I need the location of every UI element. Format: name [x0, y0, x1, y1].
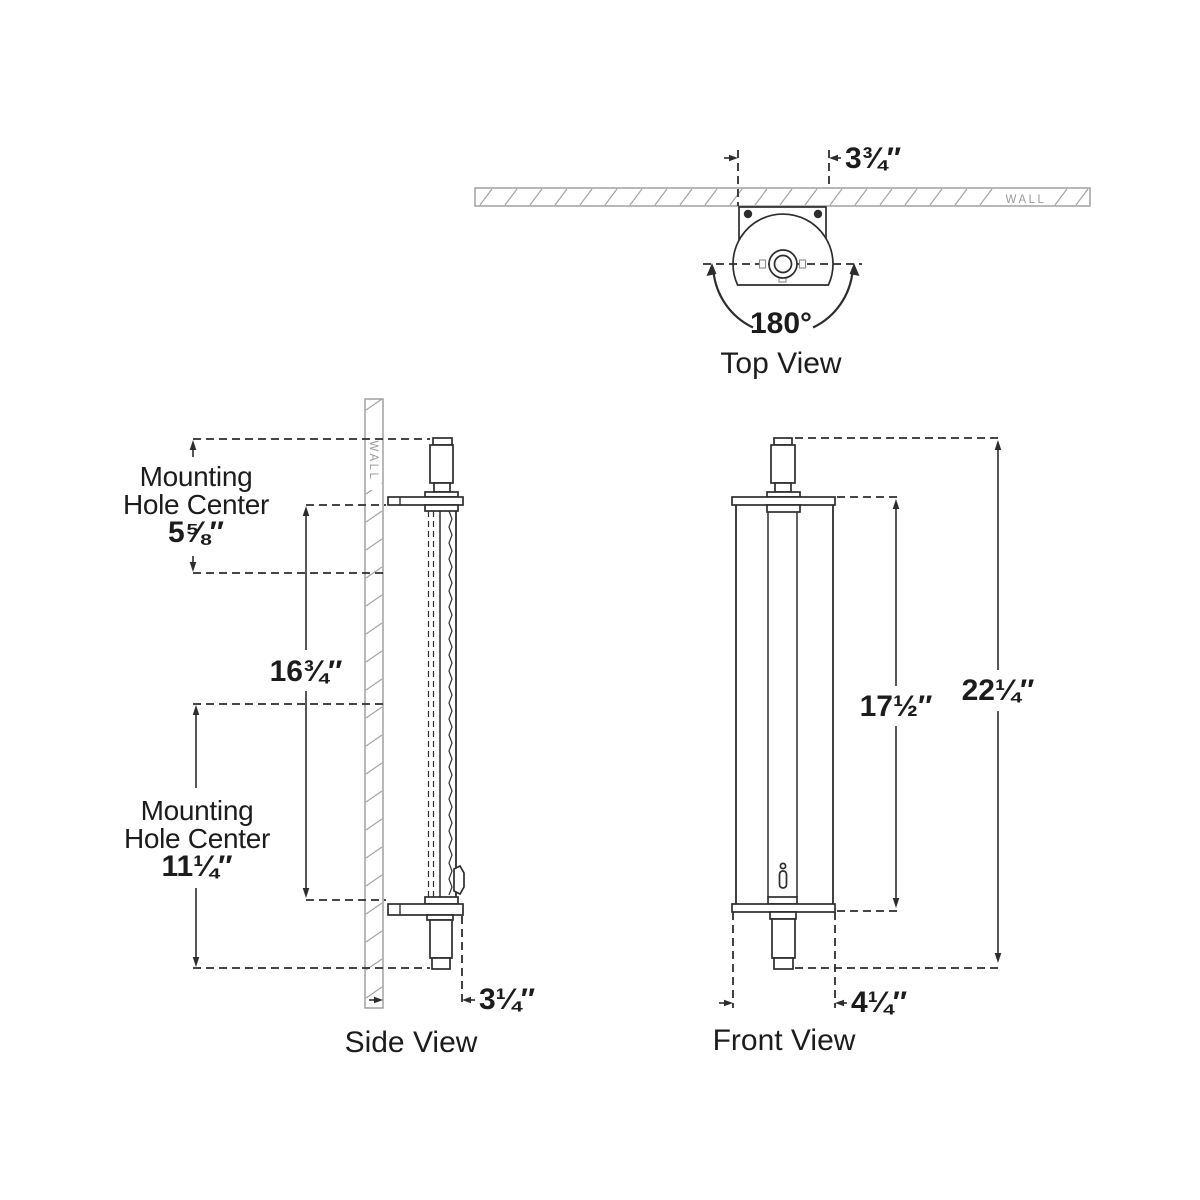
arrow-down-icon [892, 898, 900, 908]
bottom-stem-collar [767, 896, 798, 905]
arrow-left-icon [724, 999, 733, 1007]
switch-slot [778, 870, 788, 889]
top-finial-neck [433, 482, 451, 493]
arrow-right-icon [829, 154, 838, 162]
arrow-down-icon [994, 953, 1002, 963]
socket-inner-ring [773, 254, 793, 274]
overall-height-dimension: 22¼″ [962, 440, 1035, 963]
top-backplate-flange [387, 496, 464, 506]
arrow-down-icon [192, 957, 200, 967]
upper-hole-dimension: Mounting Hole Center 5⅝″ [123, 440, 269, 572]
hidden-stem-lines [427, 511, 435, 897]
arrow-up-icon [302, 506, 310, 516]
lower-hole-label-2: Hole Center [124, 823, 270, 854]
socket-nub-right [798, 259, 807, 269]
glass-length-value: 17½″ [860, 690, 933, 723]
bottom-backplate-bar [731, 903, 836, 913]
rotation-dimension: 180° [706, 263, 860, 340]
arrow-up-icon [192, 705, 200, 715]
top-finial-barrel [770, 444, 796, 484]
backplate-width-value: 4¼″ [851, 986, 907, 1019]
mounting-screw-left [743, 209, 753, 219]
front-view-fixture [731, 437, 836, 970]
front-view-caption: Front View [713, 1024, 856, 1057]
upper-hole-label-1: Mounting [140, 461, 253, 492]
top-stem-collar [766, 504, 801, 513]
mounting-screw-right [813, 209, 823, 219]
bottom-finial-barrel [771, 918, 796, 959]
arrow-up-icon [994, 440, 1002, 450]
wall-hatch [365, 398, 383, 999]
top-backplate-bar [731, 496, 836, 506]
bottom-finial-tip [773, 957, 794, 970]
hole-spacing-value: 16¾″ [270, 655, 343, 688]
glass-ribbed-edge [448, 510, 453, 896]
switch-knob [779, 862, 787, 870]
upper-hole-value: 5⅝″ [168, 516, 224, 549]
side-view-caption: Side View [345, 1026, 478, 1059]
projection-dimension: 3¼″ [369, 916, 535, 1016]
backplate-width-value: 3¾″ [845, 142, 901, 175]
top-view: WALL 3¾″ [474, 142, 1091, 380]
arrow-right-icon [835, 999, 844, 1007]
front-view: 17½″ 22¼″ 4¼″ Front View [713, 437, 1035, 1057]
bottom-glass-collar [424, 896, 459, 905]
arc-arrow-right-icon [849, 263, 860, 276]
top-finial-cap [432, 437, 453, 446]
rotation-arc-left [712, 270, 754, 329]
side-view: WALL [123, 398, 535, 1059]
bottom-finial-barrel [429, 919, 453, 959]
bottom-collar [769, 911, 797, 920]
lower-hole-value: 11¼″ [161, 850, 232, 883]
wall-label: WALL [1006, 194, 1047, 206]
bottom-finial-tip [431, 957, 451, 970]
wall-label-backing [366, 432, 382, 490]
wall-hatch [479, 188, 1089, 206]
arrow-right-icon [462, 996, 471, 1004]
lower-hole-label-1: Mounting [141, 795, 254, 826]
wall-label-backing [1001, 190, 1051, 204]
mounting-clip [453, 864, 465, 896]
top-view-wall: WALL [474, 187, 1091, 207]
top-finial-neck [774, 482, 792, 493]
side-view-fixture [387, 437, 465, 970]
wall-label: WALL [367, 441, 379, 482]
top-glass-collar [424, 504, 459, 512]
overall-height-value: 22¼″ [962, 674, 1035, 707]
glass-length-dimension: 17½″ [860, 499, 933, 908]
top-finial-barrel [429, 444, 454, 484]
top-finial-cap [773, 437, 793, 446]
upper-hole-label-2: Hole Center [123, 489, 269, 520]
arrow-up-icon [892, 499, 900, 509]
arc-arrow-left-icon [706, 263, 717, 276]
rotation-value: 180° [750, 307, 812, 340]
bottom-backplate-flange [387, 903, 464, 916]
arrow-down-icon [302, 888, 310, 898]
arrow-down-icon [189, 562, 197, 572]
arrow-left-icon [374, 996, 383, 1004]
top-backplate-width-dimension: 3¾″ [724, 142, 901, 206]
top-view-caption: Top View [720, 347, 842, 380]
socket-nub-left [758, 259, 767, 269]
top-view-fixture [703, 206, 862, 286]
lower-hole-dimension: Mounting Hole Center 11¼″ [124, 705, 270, 967]
arrow-up-icon [189, 440, 197, 450]
backplate-width-dimension: 4¼″ [719, 986, 907, 1019]
arrow-left-icon [729, 154, 738, 162]
hole-spacing-dimension: 16¾″ [270, 506, 343, 898]
rotation-arc-right [812, 270, 854, 329]
projection-value: 3¼″ [479, 983, 535, 1016]
wall-section [474, 187, 1091, 207]
